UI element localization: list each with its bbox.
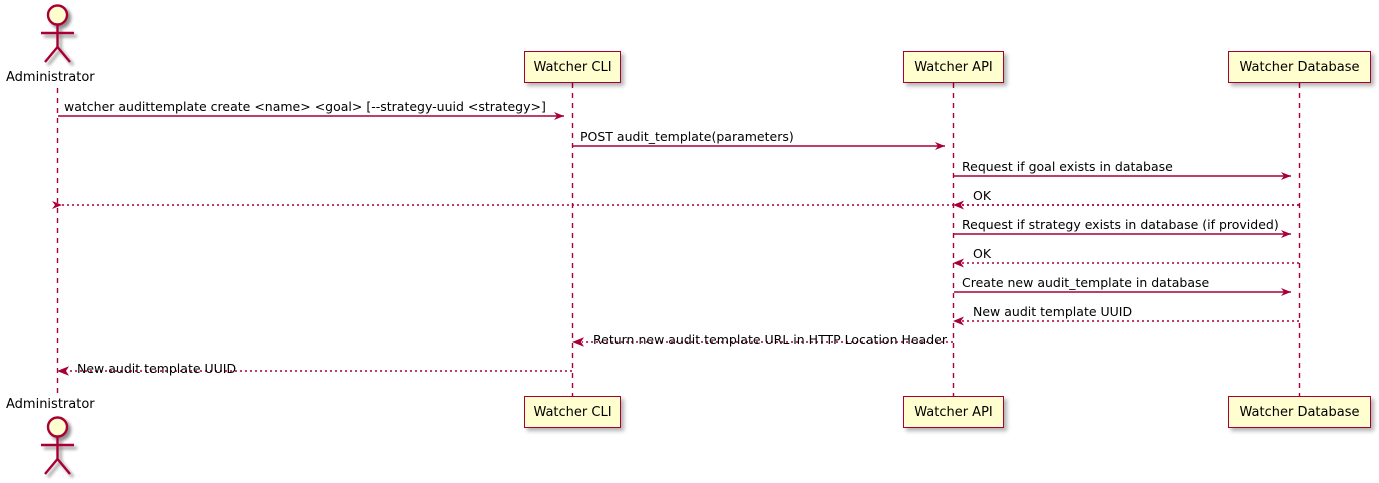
message-label-8: Return new audit template URL in HTTP Lo… [593,332,947,347]
message-arrow-7-head [953,316,964,326]
actor-label-administrator-bottom: Administrator [6,397,95,412]
lifelines [56,83,1301,396]
actor-leg-right-icon [56,46,71,63]
message-label-1: POST audit_template(parameters) [580,129,794,144]
participant-label-watcher-api: Watcher API [914,59,993,75]
participant-box-watcher-cli-bottom[interactable]: Watcher CLI [524,396,621,428]
participant-label-watcher-api: Watcher API [914,404,993,420]
message-arrow-8-head [572,337,584,347]
message-label-9: New audit template UUID [77,361,237,376]
actor-head-icon [46,416,69,438]
participant-box-watcher-api-top[interactable]: Watcher API [903,51,1004,83]
message-label-7: New audit template UUID [973,304,1133,319]
participant-box-watcher-cli-top[interactable]: Watcher CLI [524,51,621,83]
participant-box-watcher-api-bottom[interactable]: Watcher API [903,396,1004,428]
message-arrow-9-head [57,366,69,376]
actor-administrator-bottom[interactable] [41,416,74,475]
actor-head-icon [46,4,69,26]
participant-box-watcher-database-top[interactable]: Watcher Database [1228,51,1371,83]
actor-leg-left-icon [44,458,59,475]
message-label-6: Create new audit_template in database [962,275,1210,290]
message-label-2: Request if goal exists in database [962,159,1173,174]
message-arrow-5-head [953,258,964,268]
message-label-5: OK [973,246,992,261]
reply-arrows [57,200,1299,376]
message-label-0: watcher audittemplate create <name> <goa… [64,99,546,114]
participant-label-watcher-database: Watcher Database [1239,404,1360,420]
actor-administrator-top[interactable] [41,4,74,63]
actor-leg-right-icon [56,458,71,475]
participant-label-watcher-cli: Watcher CLI [533,404,612,420]
message-arrow-3-head [953,200,964,210]
message-label-4: Request if strategy exists in database (… [962,217,1279,232]
message-label-3: OK [973,188,992,203]
actor-leg-left-icon [44,46,59,63]
participant-label-watcher-cli: Watcher CLI [533,59,612,75]
participant-label-watcher-database: Watcher Database [1239,59,1360,75]
participant-box-watcher-database-bottom[interactable]: Watcher Database [1228,396,1371,428]
actor-label-administrator-top: Administrator [6,70,95,85]
